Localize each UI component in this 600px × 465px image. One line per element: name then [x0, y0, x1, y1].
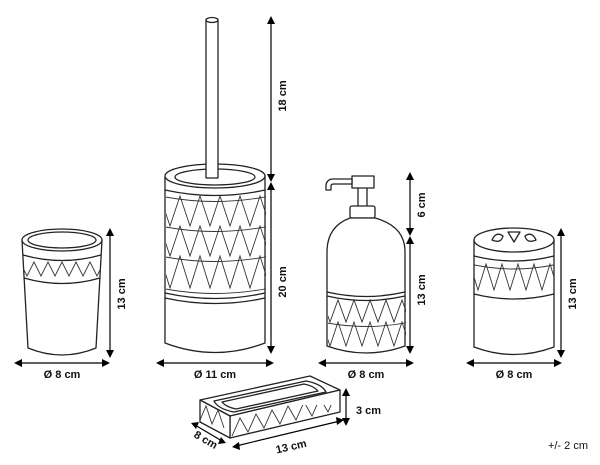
brush-triangle-pattern — [166, 194, 266, 294]
brush-diameter-dimension: Ø 11 cm — [156, 359, 274, 381]
pump-nozzle — [325, 178, 353, 191]
holder-height-dimension: 13 cm — [557, 228, 579, 358]
dish-depth-label: 8 cm — [192, 429, 220, 452]
dispenser-body-height-label: 13 cm — [416, 274, 428, 305]
pump-stem — [357, 185, 368, 209]
brush-handle — [205, 19, 219, 179]
dispenser-diameter-dimension: Ø 8 cm — [318, 359, 414, 381]
brush-holder-body — [164, 175, 266, 354]
brush-holder-height-dimension: 20 cm — [267, 182, 289, 354]
dish-recess-inner — [221, 383, 319, 410]
holder-height-label: 13 cm — [567, 278, 579, 309]
holder-top — [473, 227, 555, 253]
soap-dispenser: 6 cm 13 cm Ø 8 cm — [318, 172, 428, 381]
toilet-brush: 18 cm 20 cm Ø 11 cm — [156, 16, 289, 381]
tumbler-rim — [21, 228, 103, 252]
holder-body — [473, 239, 555, 356]
brush-band-bottom — [164, 292, 266, 300]
dish-triangle-pattern — [200, 405, 332, 437]
brush-band-bottom-2 — [164, 297, 266, 305]
tumbler-height-label: 13 cm — [116, 278, 128, 309]
tumbler-band-bottom — [23, 277, 101, 285]
dispenser-band-top-2 — [326, 295, 406, 302]
dispenser-body-height-dimension: 13 cm — [406, 236, 428, 354]
dish-recess — [213, 380, 327, 413]
holder-diameter-dimension: Ø 8 cm — [466, 359, 562, 381]
pump-height-dimension: 6 cm — [406, 172, 428, 236]
brush-handle-top — [205, 16, 219, 24]
dish-height-dimension: 3 cm — [342, 388, 381, 426]
tumbler-body — [21, 239, 103, 356]
tumbler-triangle-pattern — [23, 260, 101, 278]
tumbler: 13 cm Ø 8 cm — [14, 228, 128, 381]
holder-band-bottom — [473, 293, 555, 300]
dispenser-diameter-label: Ø 8 cm — [348, 369, 385, 381]
brush-handle-height-label: 18 cm — [277, 80, 289, 111]
tumbler-height-dimension: 13 cm — [106, 228, 128, 358]
holder-hole-left — [491, 233, 504, 242]
toothbrush-holder: 13 cm Ø 8 cm — [466, 227, 579, 381]
pump-cap — [349, 205, 376, 219]
brush-handle-height-dimension: 18 cm — [267, 16, 289, 182]
dish-height-label: 3 cm — [356, 405, 381, 417]
pump-head — [351, 175, 375, 189]
holder-band-top — [473, 255, 555, 262]
brush-band-top — [164, 189, 266, 197]
holder-triangle-pattern — [474, 262, 554, 292]
tumbler-rim-inner — [27, 231, 97, 249]
holder-hole-right — [524, 233, 537, 242]
brush-diameter-label: Ø 11 cm — [194, 369, 236, 381]
dispenser-band-top — [326, 291, 406, 298]
soap-dish: 3 cm 8 cm 13 cm — [191, 375, 381, 457]
holder-hole-middle — [507, 231, 521, 243]
pump-height-label: 6 cm — [416, 192, 428, 217]
dispenser-triangle-pattern — [328, 298, 406, 348]
tumbler-diameter-dimension: Ø 8 cm — [14, 359, 110, 381]
tolerance-note: +/- 2 cm — [548, 440, 588, 452]
dispenser-body — [326, 217, 406, 354]
holder-diameter-label: Ø 8 cm — [496, 369, 533, 381]
tumbler-band-top — [22, 254, 102, 262]
brush-holder-height-label: 20 cm — [277, 266, 289, 297]
tumbler-diameter-label: Ø 8 cm — [44, 369, 81, 381]
dish-width-label: 13 cm — [275, 438, 308, 457]
